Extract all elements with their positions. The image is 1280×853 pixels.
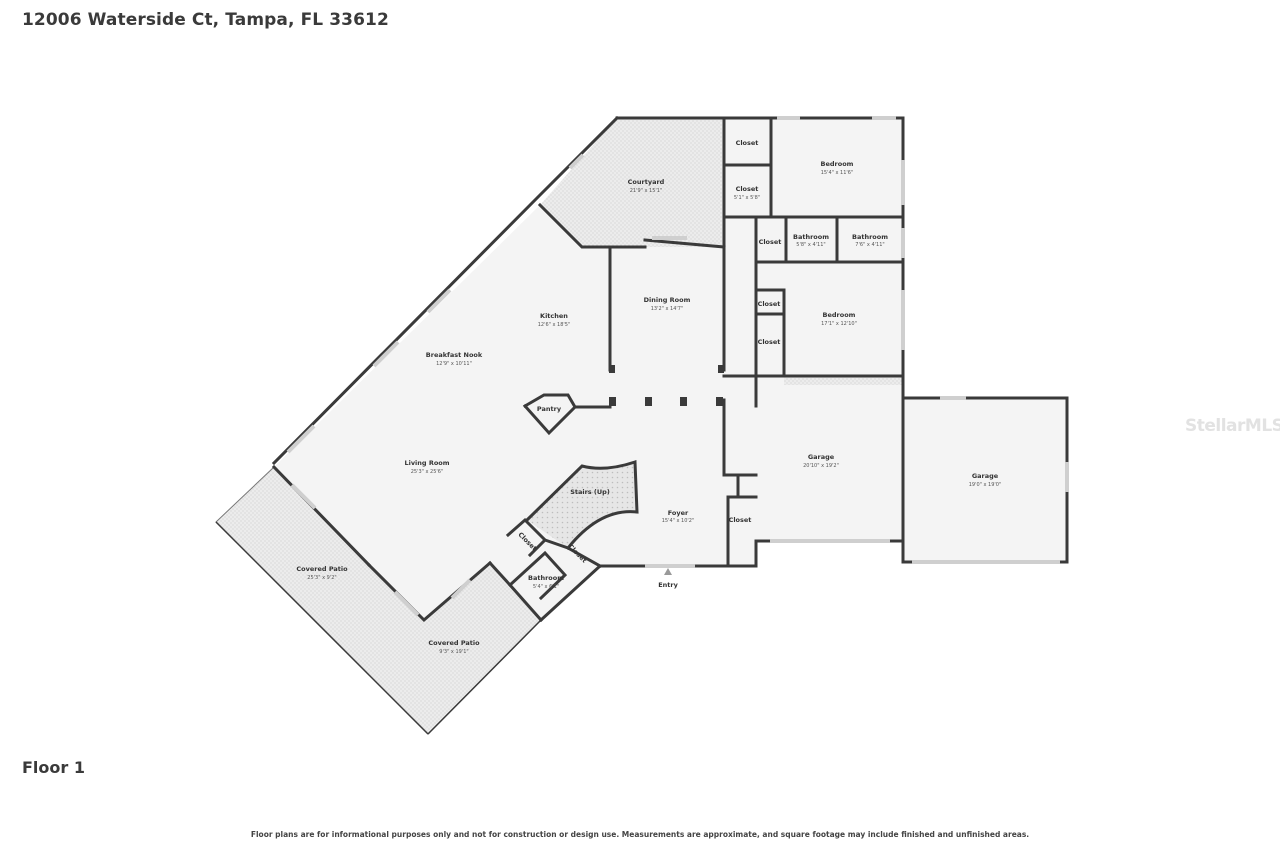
closet-top2-label: Closet	[736, 185, 759, 193]
closet-top2-dim: 5'1" x 5'8"	[734, 195, 760, 201]
closet-garage-label: Closet	[729, 516, 752, 524]
bathroom3-dim: 5'4" x 6'1"	[533, 584, 559, 590]
courtyard-label: Courtyard	[628, 178, 665, 186]
entry-label: Entry	[658, 581, 678, 589]
bathroom1-dim: 5'8" x 4'11"	[796, 242, 825, 248]
closet-top1-label: Closet	[736, 139, 759, 147]
bedroom1-dim: 15'4" x 11'6"	[821, 170, 854, 176]
property-address: 12006 Waterside Ct, Tampa, FL 33612	[22, 10, 389, 30]
courtyard-area	[540, 118, 724, 247]
stairs-area	[527, 462, 637, 548]
covered-patio1-label: Covered Patio	[296, 565, 348, 573]
courtyard-dim: 21'9" x 15'1"	[630, 188, 663, 194]
garage1-label: Garage	[808, 453, 835, 461]
kitchen-dim: 12'6" x 18'5"	[538, 322, 571, 328]
stairs-label: Stairs (Up)	[570, 488, 610, 496]
interior-walls	[505, 116, 905, 601]
breakfast-nook-dim: 12'9" x 10'11"	[436, 361, 472, 367]
covered-patio1-dim: 25'3" x 9'2"	[307, 575, 336, 581]
windows	[286, 116, 1069, 617]
foyer-dim: 15'4" x 10'2"	[662, 518, 695, 524]
main-floor-area	[274, 118, 1067, 620]
bathroom3-label: Bathroom	[528, 574, 564, 582]
entry-arrow-icon	[664, 568, 672, 575]
foyer-label: Foyer	[668, 509, 689, 517]
bathroom1-label: Bathroom	[793, 233, 829, 241]
garage2-dim: 19'0" x 19'0"	[969, 482, 1002, 488]
watermark: StellarMLS	[1185, 416, 1280, 436]
bathroom2-label: Bathroom	[852, 233, 888, 241]
bedroom-strip	[784, 376, 903, 385]
kitchen-label: Kitchen	[540, 312, 568, 320]
bedroom2-label: Bedroom	[823, 311, 856, 319]
closet-b2b-label: Closet	[758, 338, 781, 346]
closet-mid-label: Closet	[759, 238, 782, 246]
breakfast-nook-label: Breakfast Nook	[426, 351, 483, 359]
disclaimer: Floor plans are for informational purpos…	[250, 830, 1030, 839]
covered-patio2-label: Covered Patio	[428, 639, 480, 647]
dining-dim: 13'2" x 14'7"	[651, 306, 684, 312]
bathroom2-dim: 7'6" x 4'11"	[855, 242, 884, 248]
living-room-dim: 25'3" x 25'6"	[411, 469, 444, 475]
bedroom2-dim: 17'1" x 12'10"	[821, 321, 857, 327]
bedroom1-label: Bedroom	[821, 160, 854, 168]
closet-b2a-label: Closet	[758, 300, 781, 308]
floor-label: Floor 1	[22, 758, 85, 777]
garage1-dim: 20'10" x 19'2"	[803, 463, 839, 469]
dining-label: Dining Room	[644, 296, 691, 304]
living-room-label: Living Room	[404, 459, 449, 467]
covered-patio2-dim: 9'3" x 19'1"	[439, 649, 468, 655]
columns	[609, 365, 724, 406]
pantry-label: Pantry	[537, 405, 562, 413]
garage2-label: Garage	[972, 472, 999, 480]
